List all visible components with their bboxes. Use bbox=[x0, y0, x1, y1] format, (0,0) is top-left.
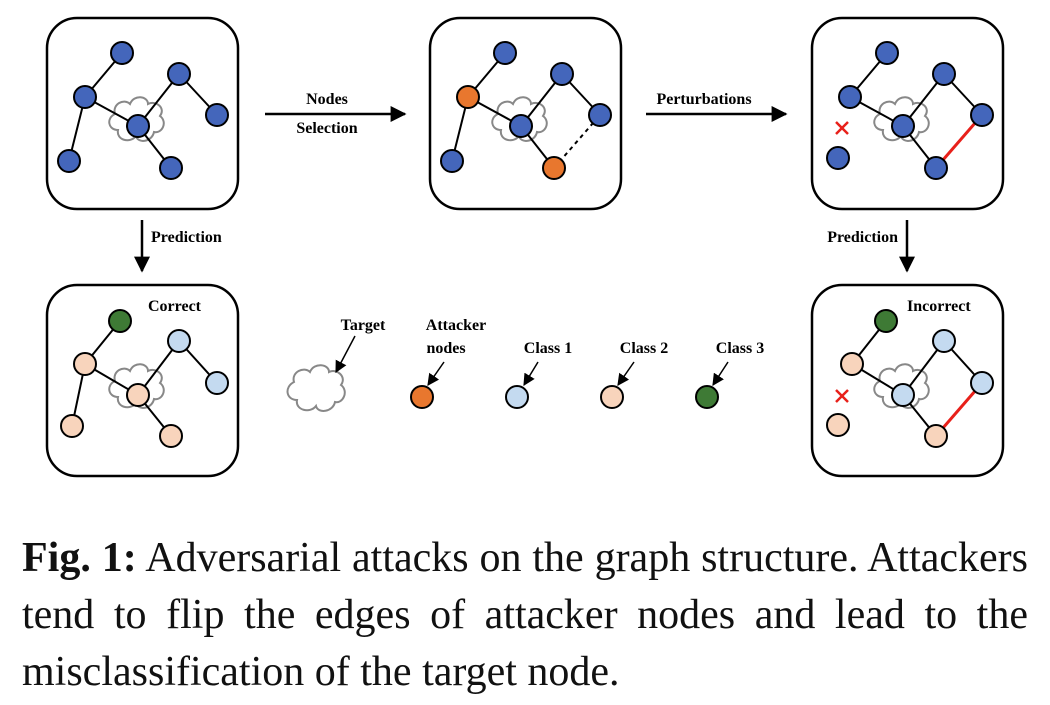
legend-target-cloud bbox=[286, 364, 346, 412]
graph-node bbox=[588, 103, 612, 127]
legend-class3-label: Class 3 bbox=[716, 340, 764, 357]
panel-correct-prediction bbox=[45, 283, 240, 478]
legend-attacker-label: Attacker bbox=[426, 317, 486, 334]
graph-node bbox=[875, 41, 899, 65]
graph-node bbox=[493, 41, 517, 65]
class3-node bbox=[108, 309, 132, 333]
legend-target-label: Target bbox=[341, 317, 386, 334]
graph-node bbox=[57, 149, 81, 173]
graph-node bbox=[73, 85, 97, 109]
figure-caption: Fig. 1: Adversarial attacks on the graph… bbox=[22, 530, 1028, 701]
graph-node bbox=[205, 103, 229, 127]
legend-class1-node bbox=[505, 385, 529, 409]
graph-node bbox=[826, 146, 850, 170]
graph-node bbox=[440, 149, 464, 173]
label-perturbations: Perturbations bbox=[656, 91, 751, 108]
legend-attacker-label-2: nodes bbox=[426, 340, 465, 357]
graph-node bbox=[932, 62, 956, 86]
label-incorrect: Incorrect bbox=[907, 298, 971, 315]
label-nodes: Nodes bbox=[306, 91, 348, 108]
attacker-node bbox=[456, 85, 480, 109]
graph-node bbox=[159, 156, 183, 180]
graph-node bbox=[924, 156, 948, 180]
class1-node bbox=[970, 371, 994, 395]
target-node bbox=[891, 383, 915, 407]
panel-incorrect-prediction bbox=[810, 283, 1005, 478]
graph-node bbox=[167, 62, 191, 86]
panel-original-graph bbox=[45, 16, 240, 211]
target-node bbox=[891, 114, 915, 138]
class1-node bbox=[167, 329, 191, 353]
class2-node bbox=[60, 414, 84, 438]
class2-node bbox=[159, 424, 183, 448]
caption-label: Fig. 1: bbox=[22, 535, 137, 581]
removed-edge-mark bbox=[835, 389, 849, 403]
legend-class1-label: Class 1 bbox=[524, 340, 572, 357]
legend-class3-node bbox=[695, 385, 719, 409]
class3-node bbox=[874, 309, 898, 333]
target-node bbox=[126, 383, 150, 407]
class2-node bbox=[826, 413, 850, 437]
legend-attacker-node bbox=[410, 385, 434, 409]
graph-node bbox=[838, 85, 862, 109]
graph-node bbox=[970, 103, 994, 127]
graph-node bbox=[550, 62, 574, 86]
class1-node bbox=[932, 329, 956, 353]
label-correct: Correct bbox=[148, 298, 202, 315]
legend-class2-label: Class 2 bbox=[620, 340, 668, 357]
class2-node bbox=[924, 424, 948, 448]
target-node bbox=[509, 114, 533, 138]
panel-perturbed-graph bbox=[810, 16, 1005, 211]
graph-node bbox=[110, 41, 134, 65]
legend-class2-node bbox=[600, 385, 624, 409]
attack-diagram: Nodes Selection Perturbations Prediction… bbox=[45, 16, 1005, 478]
label-selection: Selection bbox=[296, 120, 357, 137]
panel-node-selection bbox=[428, 16, 623, 211]
label-prediction-left: Prediction bbox=[151, 229, 222, 246]
class2-node bbox=[840, 352, 864, 376]
attacker-node bbox=[542, 156, 566, 180]
class2-node bbox=[73, 352, 97, 376]
removed-edge-mark bbox=[835, 121, 849, 135]
class1-node bbox=[205, 371, 229, 395]
label-prediction-right: Prediction bbox=[827, 229, 898, 246]
caption-text: Adversarial attacks on the graph structu… bbox=[22, 535, 1028, 695]
target-node bbox=[126, 114, 150, 138]
